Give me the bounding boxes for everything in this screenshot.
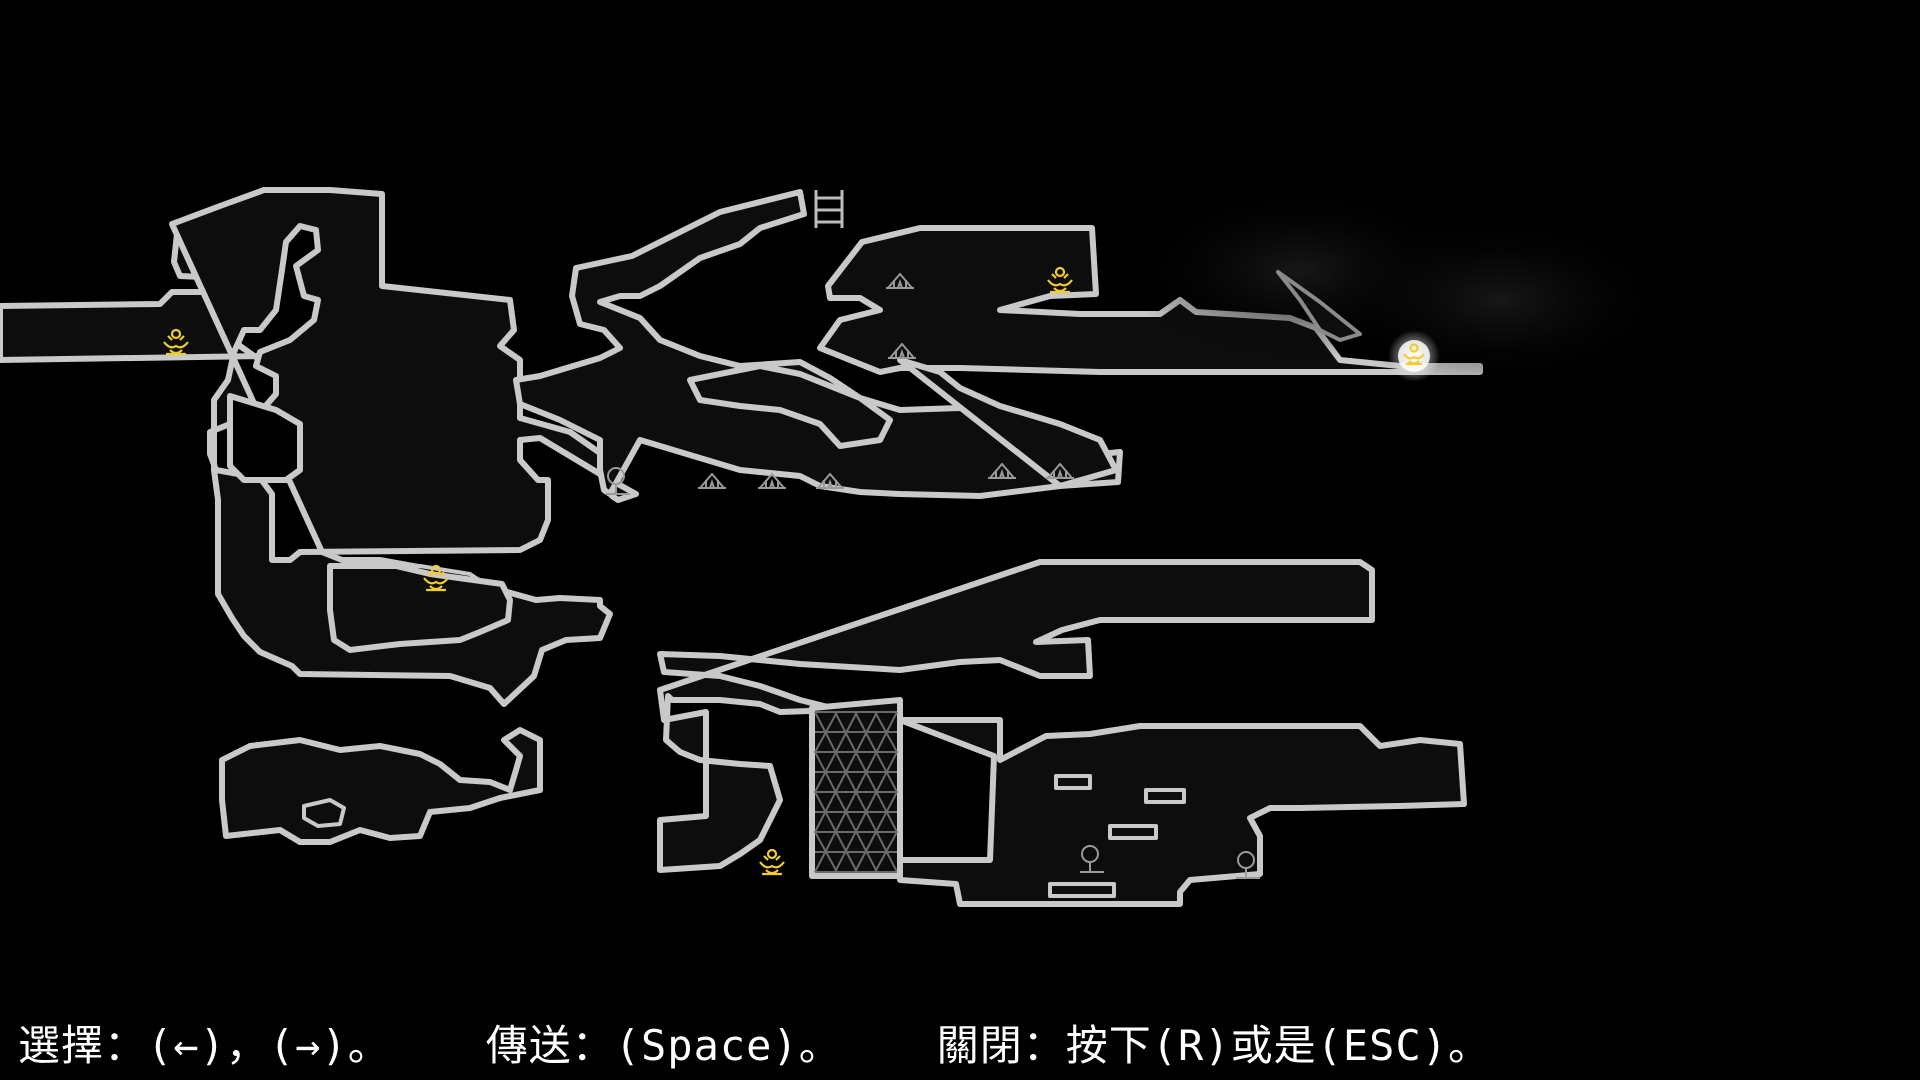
region-lower-lattice (809, 697, 1467, 907)
waypoint-icon-selected[interactable] (1388, 330, 1440, 382)
hut-icon (888, 342, 916, 359)
region-upper-center-corridors (513, 189, 1123, 499)
hut-icon (1046, 462, 1074, 479)
select-instruction: 選擇：(←)，(→)。 (18, 1020, 391, 1070)
hut-icon (886, 272, 914, 289)
hut-icon (816, 472, 844, 489)
hut-decorations (606, 272, 1260, 879)
tree-icon (1236, 851, 1260, 879)
lattice-scaffold (814, 711, 898, 873)
ladder (814, 190, 844, 228)
controls-bar: 選擇：(←)，(→)。 傳送：(Space)。 關閉：按下(R)或是(ESC)。 (18, 1012, 1491, 1072)
tree-icon (606, 467, 630, 495)
waypoint-icon[interactable] (163, 328, 189, 356)
hut-icon (988, 462, 1016, 479)
hut-icon (758, 472, 786, 489)
waypoint-icon[interactable] (1047, 266, 1073, 294)
tree-icon (1080, 845, 1104, 873)
waypoint-icon[interactable] (423, 564, 449, 592)
waypoints (163, 266, 1440, 876)
hut-icon (698, 472, 726, 489)
region-bottom-left (219, 727, 543, 845)
waypoint-icon[interactable] (759, 848, 785, 876)
close-instruction: 關閉：按下(R)或是(ESC)。 (936, 1020, 1492, 1070)
teleport-instruction: 傳送：(Space)。 (485, 1020, 842, 1070)
region-fog-upper-right (1120, 180, 1680, 390)
